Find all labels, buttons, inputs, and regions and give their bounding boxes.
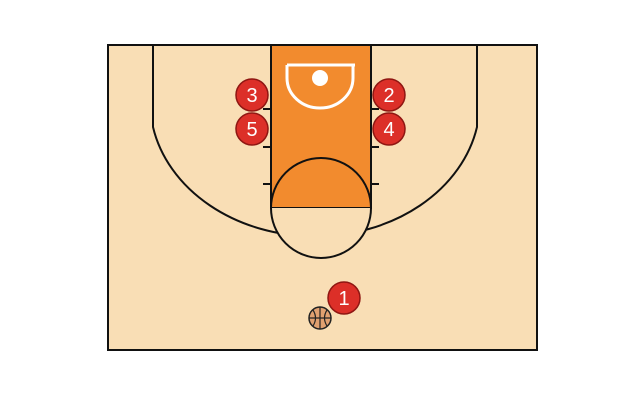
player-5-label: 5 [246,119,257,141]
player-2-marker [372,78,406,112]
player-5[interactable]: 5 [235,112,269,146]
player-3-marker [235,78,269,112]
player-1[interactable]: 1 [327,281,361,315]
player-3-label: 3 [246,85,257,107]
basketball-icon [308,306,332,330]
free-throw-circle-top [270,157,372,209]
free-throw-circle-bottom [270,207,372,259]
restricted-area-arc [285,65,355,110]
player-1-label: 1 [338,288,349,310]
player-5-marker [235,112,269,146]
rim [312,70,328,86]
lane-hash-marks [263,108,379,185]
player-4-marker [372,112,406,146]
player-1-marker [327,281,361,315]
player-4[interactable]: 4 [372,112,406,146]
player-2[interactable]: 2 [372,78,406,112]
player-2-label: 2 [383,85,394,107]
player-3[interactable]: 3 [235,78,269,112]
player-4-label: 4 [383,119,394,141]
